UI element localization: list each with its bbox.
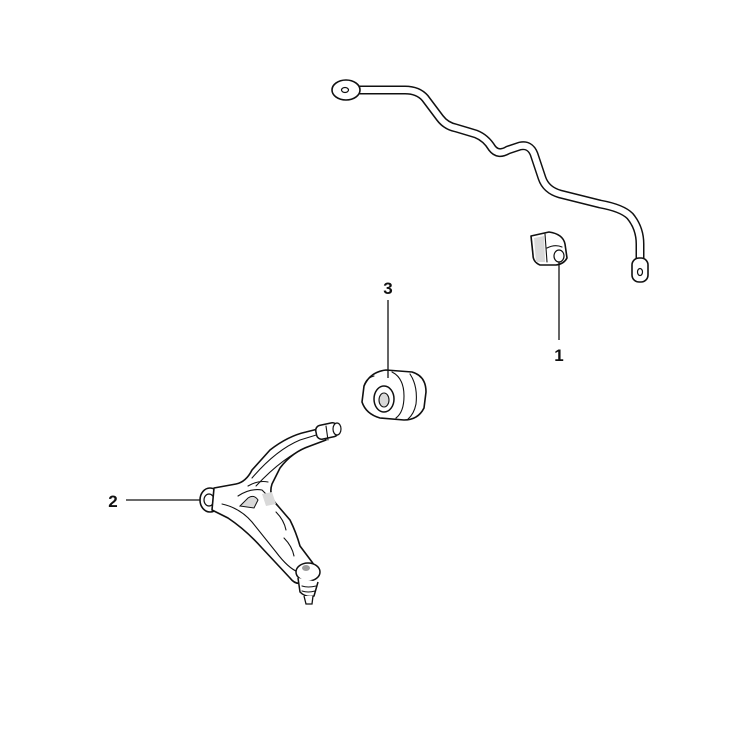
callout-3: 3: [383, 279, 393, 378]
stabilizer-bar-right-end: [631, 257, 649, 283]
stabilizer-bar-bushing[interactable]: [530, 231, 568, 266]
callout-1: 1: [554, 262, 564, 365]
stabilizer-bar-left-end: [331, 79, 361, 101]
rear-pivot-pin: [314, 422, 342, 441]
part-number-2: 2: [108, 492, 117, 511]
ball-joint: [295, 562, 321, 605]
control-arm-bushing[interactable]: [361, 369, 427, 421]
callout-2: 2: [108, 492, 200, 511]
lower-control-arm[interactable]: [199, 422, 342, 605]
part-number-1: 1: [554, 346, 563, 365]
part-number-3: 3: [383, 279, 392, 298]
stabilizer-bar[interactable]: [331, 79, 649, 283]
